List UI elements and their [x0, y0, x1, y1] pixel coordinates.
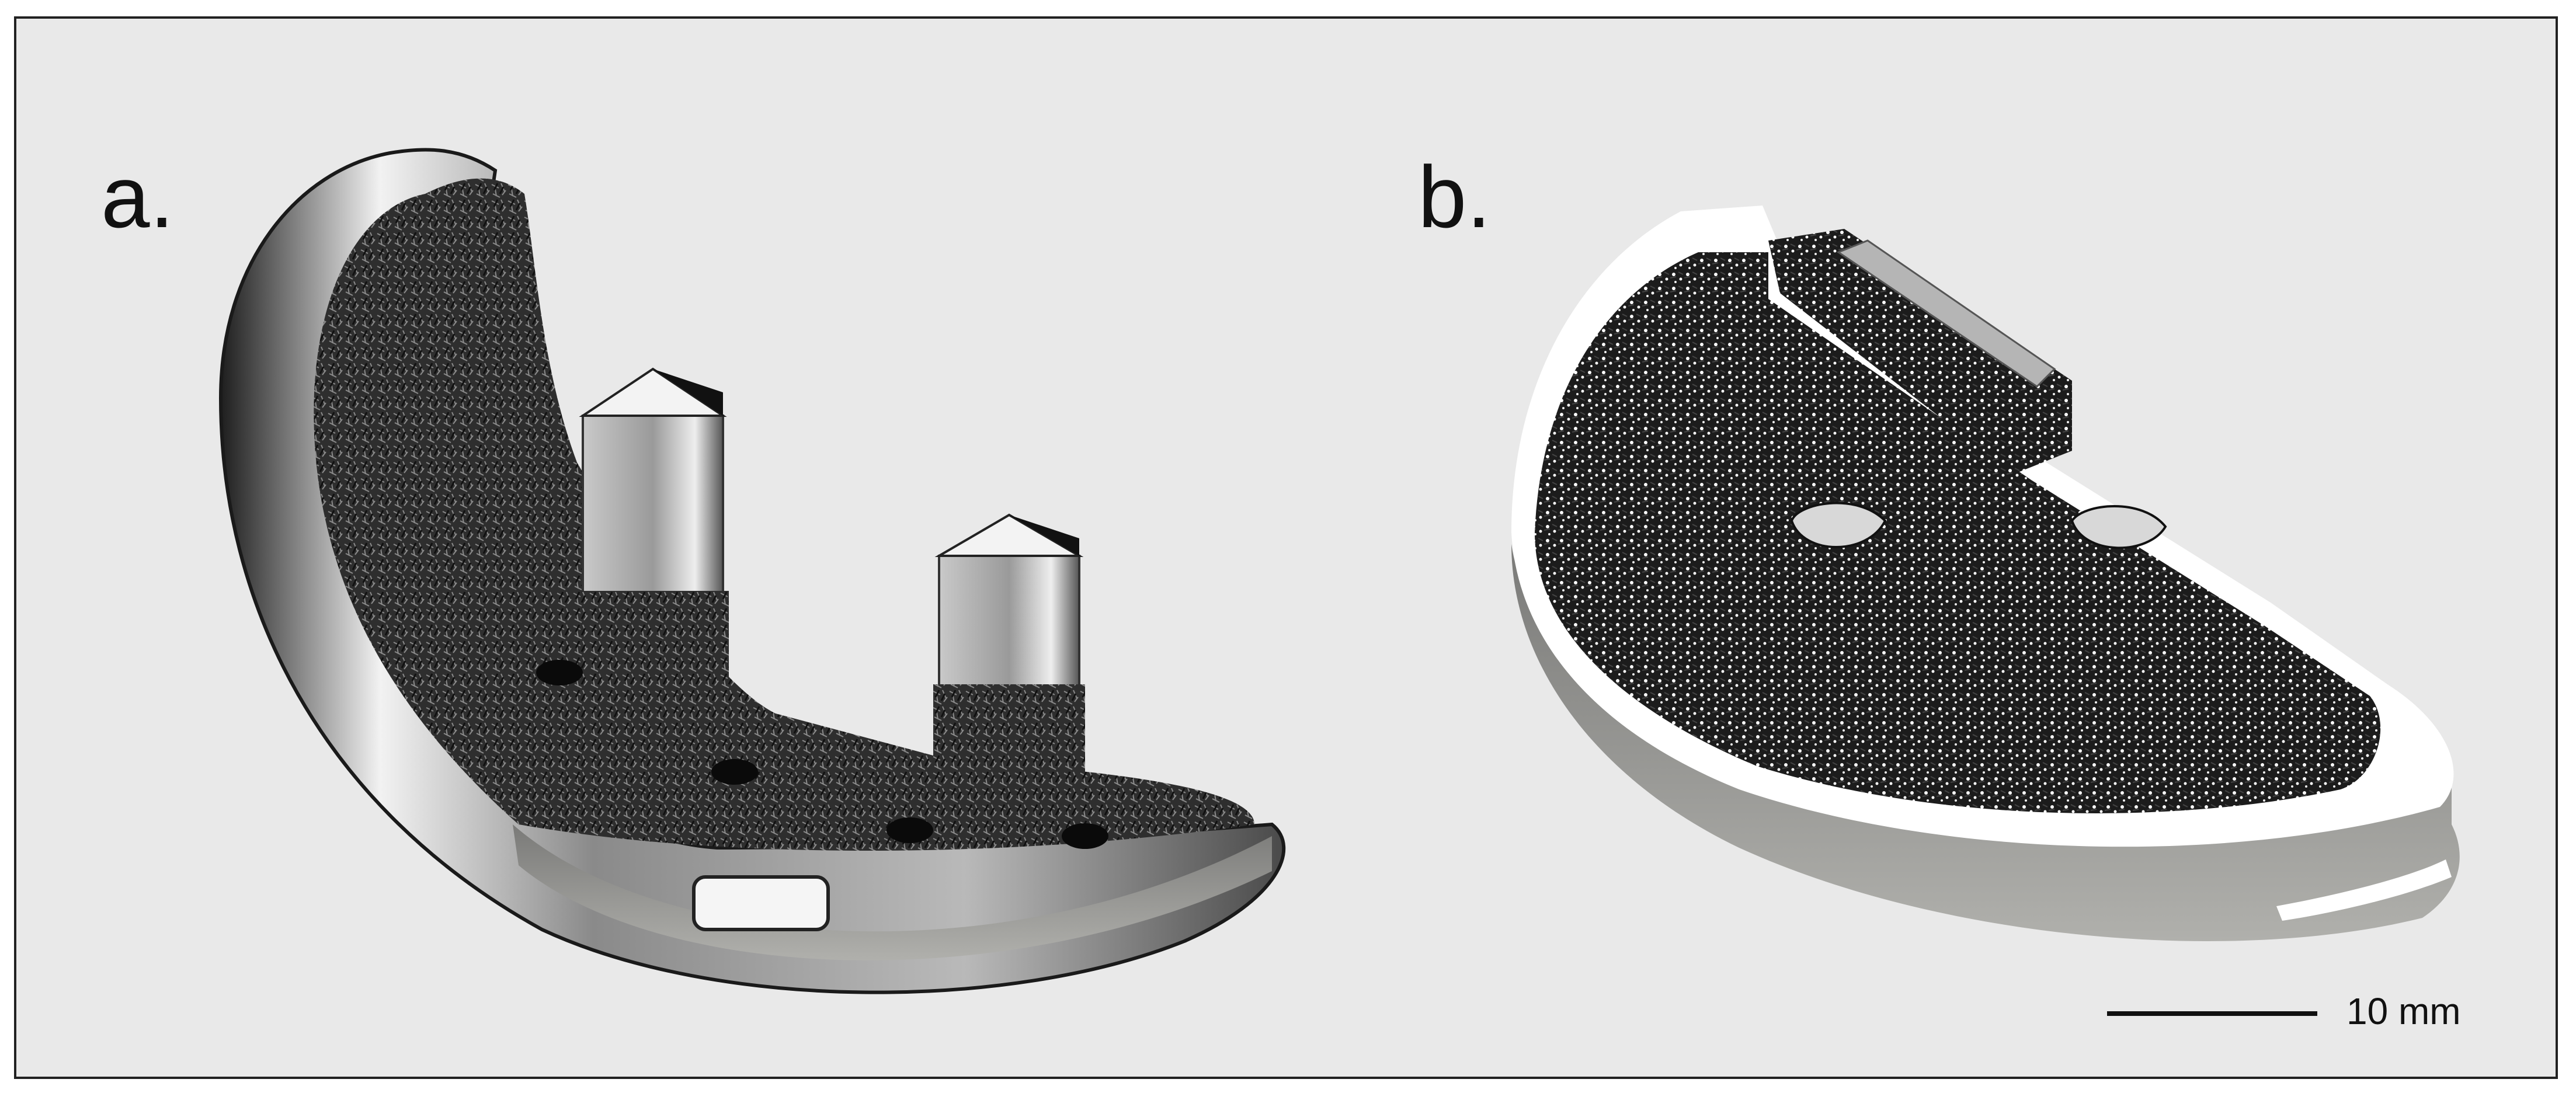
scale-bar-label: 10 mm: [2346, 990, 2461, 1032]
figure-frame: a. b. 10 mm: [14, 16, 2558, 1079]
scale-bar: [2107, 1011, 2317, 1016]
panel-label-b: b.: [1418, 148, 1492, 246]
implant-renderings: [218, 148, 2460, 994]
femoral-peg-left: [577, 367, 729, 725]
panel-label-a: a.: [101, 148, 175, 246]
tibial-tray-render: [1511, 206, 2460, 941]
femoral-peg-right: [933, 513, 1085, 824]
femoral-component-render: [218, 148, 1286, 994]
